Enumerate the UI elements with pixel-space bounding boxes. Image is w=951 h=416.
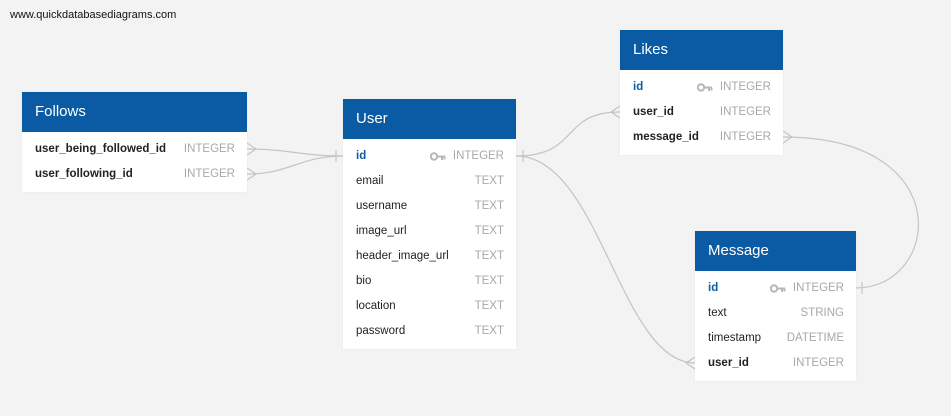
column-row[interactable]: user_following_id INTEGER [22,162,247,187]
crowfoot-message-user [684,356,696,370]
column-row[interactable]: user_id INTEGER [695,351,856,376]
column-name: timestamp [708,332,762,344]
column-row[interactable]: id INTEGER [695,276,856,301]
column-row[interactable]: bio TEXT [343,269,516,294]
column-name: message_id [633,131,699,143]
column-name: user_being_followed_id [35,143,166,155]
column-type: TEXT [474,275,504,287]
link-follows-following-user [246,155,344,175]
column-name: username [356,200,408,212]
column-type: DATETIME [786,332,844,344]
crowfoot-likes-message [782,130,794,144]
column-row[interactable]: user_being_followed_id INTEGER [22,137,247,162]
column-name: user_id [708,357,749,369]
link-user-message [515,155,696,364]
column-row[interactable]: email TEXT [343,169,516,194]
crowfoot-follows-followed [246,142,258,156]
column-row[interactable]: text STRING [695,301,856,326]
column-type: TEXT [474,250,504,262]
column-type: TEXT [474,200,504,212]
column-name: user_id [633,106,674,118]
column-name: text [708,307,727,319]
column-type: INTEGER [719,81,771,93]
table-follows[interactable]: Follows user_being_followed_id INTEGER u… [22,92,247,192]
column-row[interactable]: message_id INTEGER [620,125,783,150]
watermark: www.quickdatabasediagrams.com [10,9,177,21]
link-likes-message [782,136,919,289]
column-type: TEXT [474,175,504,187]
column-type: TEXT [474,225,504,237]
column-row[interactable]: user_id INTEGER [620,100,783,125]
column-row[interactable]: id INTEGER [620,75,783,100]
table-title: Message [695,231,856,271]
column-type: INTEGER [183,168,235,180]
link-user-likes [515,111,621,157]
column-name: password [356,325,406,337]
table-likes[interactable]: Likes id INTEGER user_id INTEGER message… [620,30,783,155]
column-name: image_url [356,225,407,237]
column-name: location [356,300,396,312]
column-name: bio [356,275,372,287]
key-icon [430,152,446,161]
table-title: Likes [620,30,783,70]
column-name: id [708,282,719,294]
column-name: user_following_id [35,168,133,180]
link-follows-followed-user [246,148,344,157]
crowfoot-follows-following [246,167,258,181]
column-type: STRING [800,307,844,319]
column-type: TEXT [474,300,504,312]
column-type: INTEGER [452,150,504,162]
column-row[interactable]: timestamp DATETIME [695,326,856,351]
column-name: id [633,81,644,93]
column-row[interactable]: password TEXT [343,319,516,344]
column-type: INTEGER [792,357,844,369]
column-type: INTEGER [792,282,844,294]
table-title: User [343,99,516,139]
column-row[interactable]: image_url TEXT [343,219,516,244]
column-type: TEXT [474,325,504,337]
key-icon [697,83,713,92]
table-title: Follows [22,92,247,132]
column-type: INTEGER [719,131,771,143]
column-row[interactable]: id INTEGER [343,144,516,169]
column-name: header_image_url [356,250,449,262]
column-type: INTEGER [719,106,771,118]
table-message[interactable]: Message id INTEGER text STRING timestamp… [695,231,856,381]
column-row[interactable]: location TEXT [343,294,516,319]
column-row[interactable]: username TEXT [343,194,516,219]
table-user[interactable]: User id INTEGER email TEXT username TEXT… [343,99,516,349]
column-type: INTEGER [183,143,235,155]
key-icon [770,284,786,293]
column-name: email [356,175,384,187]
crowfoot-likes-user [609,105,621,119]
column-row[interactable]: header_image_url TEXT [343,244,516,269]
column-name: id [356,150,367,162]
